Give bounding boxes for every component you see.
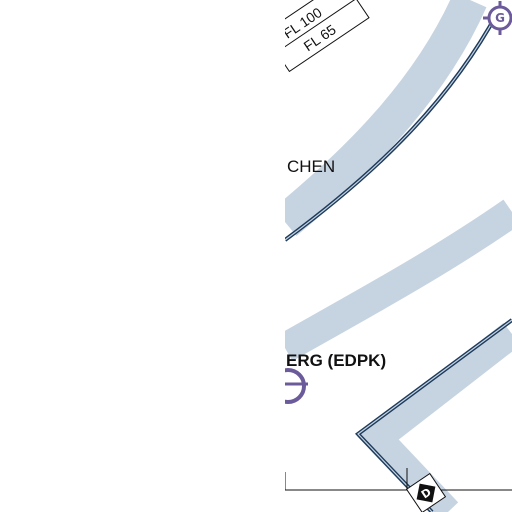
- blank-left-panel: [0, 0, 285, 512]
- airport-label: ERG (EDPK): [286, 351, 386, 370]
- airspace-boundary-upper-inner: [284, 11, 499, 241]
- airspace-band-upper: [273, 0, 487, 236]
- reporting-point-bottom-icon: D: [405, 472, 447, 512]
- city-label: CHEN: [287, 157, 335, 176]
- reporting-point-top-icon: G: [483, 1, 512, 35]
- reporting-point-top-letter: G: [495, 11, 505, 25]
- airspace-band-middle: [277, 199, 512, 362]
